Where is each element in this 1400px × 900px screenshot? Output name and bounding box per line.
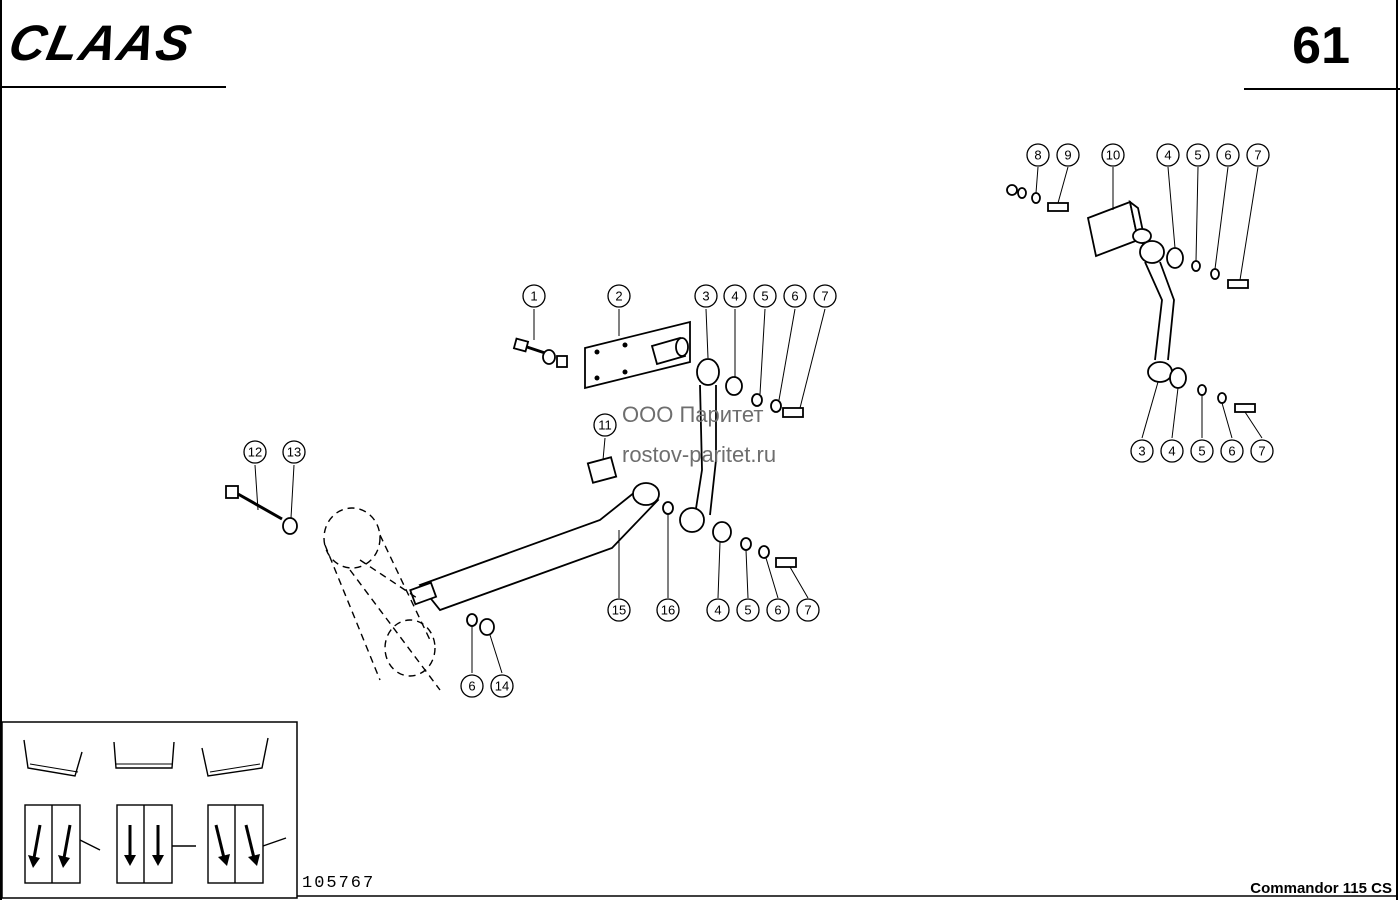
svg-text:7: 7 [1254,148,1261,163]
detail-callout-8: 8 [1026,143,1050,167]
callout-4: 4 [723,284,747,308]
header-rule-right [1244,88,1400,90]
svg-text:8: 8 [1034,148,1041,163]
detail-callout-10: 10 [1101,143,1125,167]
svg-text:2: 2 [615,289,622,304]
link-rod-icon [694,384,717,516]
header-profile-3-icon [201,737,269,777]
svg-text:7: 7 [1258,444,1265,459]
detail-callout-9: 9 [1056,143,1080,167]
callout-11: 11 [593,413,617,437]
svg-text:6: 6 [774,603,781,618]
callout-4b: 4 [706,598,730,622]
detail-callout-6: 6 [1216,143,1240,167]
callout-5: 5 [753,284,777,308]
direction-box-3-icon [207,804,287,884]
reference-shaft-outline [323,507,441,691]
callout-12: 12 [243,440,267,464]
callout-16: 16 [656,598,680,622]
svg-text:5: 5 [1198,444,1205,459]
svg-text:16: 16 [661,603,675,618]
callout-13: 13 [282,440,306,464]
direction-box-1-icon [24,804,101,884]
svg-text:11: 11 [598,418,612,433]
detail-callout-3b: 3 [1130,439,1154,463]
watermark-company: ООО Паритет [622,402,764,427]
svg-text:4: 4 [1168,444,1175,459]
detail-callout-6b: 6 [1220,439,1244,463]
svg-text:15: 15 [612,603,626,618]
detail-callout-4: 4 [1156,143,1180,167]
svg-text:9: 9 [1064,148,1071,163]
page-number: 61 [1292,17,1350,75]
callout-6: 6 [783,284,807,308]
detail-small-parts-icon [1006,184,1069,212]
svg-text:5: 5 [761,289,768,304]
detail-plate-10-icon [1086,199,1152,258]
detail-callout-7b: 7 [1250,439,1274,463]
svg-text:12: 12 [248,445,262,460]
watermark-url: rostov-paritet.ru [622,442,777,467]
leader-lines [254,166,1263,674]
header-profile-1-icon [23,739,83,777]
detail-callout-5: 5 [1186,143,1210,167]
header-profile-2-icon [113,741,175,769]
mounting-plate-2-icon [584,320,691,390]
detail-callout-7: 7 [1246,143,1270,167]
callout-3: 3 [694,284,718,308]
svg-text:6: 6 [1224,148,1231,163]
svg-text:6: 6 [1228,444,1235,459]
svg-text:6: 6 [791,289,798,304]
svg-text:7: 7 [804,603,811,618]
upper-bearing-set-icon [696,358,804,418]
washer-nut-icon [466,613,495,636]
direction-box-2-icon [116,804,196,884]
svg-text:3: 3 [702,289,709,304]
callout-7b: 7 [796,598,820,622]
svg-text:10: 10 [1106,148,1120,163]
detail-callout-5b: 5 [1190,439,1214,463]
svg-text:5: 5 [1194,148,1201,163]
callout-5b: 5 [736,598,760,622]
header-rule-left [0,86,226,88]
machine-model: Commandor 115 CS [1250,880,1392,897]
callout-14: 14 [490,674,514,698]
bolt-1-icon [512,337,568,368]
bushing-11-icon [586,456,618,484]
drawing-number: 105767 [302,874,376,893]
svg-text:7: 7 [821,289,828,304]
svg-text:3: 3 [1138,444,1145,459]
callout-7: 7 [813,284,837,308]
svg-text:1: 1 [530,289,537,304]
svg-text:4: 4 [731,289,738,304]
svg-text:4: 4 [714,603,721,618]
callout-15: 15 [607,598,631,622]
svg-text:5: 5 [744,603,751,618]
lower-bearing-set-icon [662,501,797,568]
svg-text:4: 4 [1164,148,1171,163]
svg-text:6: 6 [468,679,475,694]
detail-link-arm-icon [1139,240,1256,413]
callout-1: 1 [522,284,546,308]
detail-callout-4b: 4 [1160,439,1184,463]
main-lever-15-icon [409,482,660,612]
callout-6b: 6 [766,598,790,622]
long-bolt-12-icon [225,485,298,535]
callout-6c: 6 [460,674,484,698]
svg-text:14: 14 [495,679,509,694]
variant-legend-box [1,721,298,899]
svg-text:13: 13 [287,445,301,460]
callout-2: 2 [607,284,631,308]
